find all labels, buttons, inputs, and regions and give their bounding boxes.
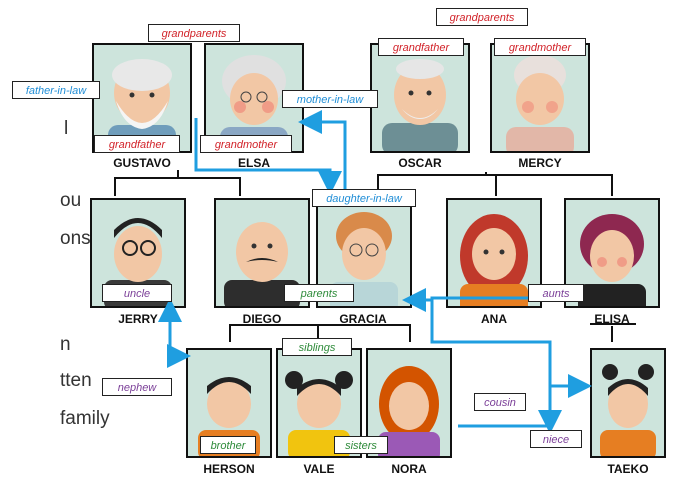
name-oscar: OSCAR	[398, 156, 442, 170]
grandfather-avatar-icon	[382, 59, 458, 151]
grandmother-avatar-icon	[506, 55, 574, 151]
label-cousin: cousin	[474, 393, 526, 411]
label-grandparents-left: grandparents	[148, 24, 240, 42]
background-text-4: n	[60, 334, 71, 355]
name-gustavo: GUSTAVO	[113, 156, 171, 170]
label-nephew: nephew	[102, 378, 172, 396]
label-grandparents-right: grandparents	[436, 8, 528, 26]
portrait-mercy	[490, 43, 590, 153]
name-jerry: JERRY	[118, 312, 158, 326]
label-uncle: uncle	[102, 284, 172, 302]
name-gracia: GRACIA	[339, 312, 387, 326]
name-herson: HERSON	[203, 462, 255, 476]
girl-avatar-icon	[600, 364, 656, 456]
label-grandfather-oscar: grandfather	[378, 38, 464, 56]
label-grandmother-elsa: grandmother	[200, 135, 292, 153]
woman-avatar-icon	[460, 214, 528, 306]
woman-avatar-icon	[578, 214, 646, 306]
background-text-2: ou	[60, 190, 82, 211]
label-daughter-in-law: daughter-in-law	[312, 189, 416, 207]
label-parents: parents	[284, 284, 354, 302]
name-elsa: ELSA	[237, 156, 270, 170]
portrait-elisa	[564, 198, 660, 308]
background-text-3: ons	[60, 228, 91, 249]
label-father-in-law: father-in-law	[12, 81, 100, 99]
name-nora: NORA	[391, 462, 427, 476]
background-text-1: l	[64, 118, 69, 139]
girl-avatar-icon	[378, 366, 440, 456]
name-diego: DIEGO	[242, 312, 282, 326]
background-text-5: tten	[60, 370, 92, 391]
background-text-6: family	[60, 408, 110, 429]
name-taeko: TAEKO	[607, 462, 649, 476]
name-mercy: MERCY	[518, 156, 562, 170]
label-sisters: sisters	[334, 436, 388, 454]
man-avatar-icon	[224, 222, 300, 306]
label-siblings: siblings	[282, 338, 352, 356]
label-grandfather-gustavo: grandfather	[94, 135, 180, 153]
name-ana: ANA	[481, 312, 507, 326]
portrait-taeko	[590, 348, 666, 458]
name-vale: VALE	[303, 462, 335, 476]
label-grandmother-mercy: grandmother	[494, 38, 586, 56]
portrait-ana	[446, 198, 542, 308]
label-niece: niece	[530, 430, 582, 448]
portrait-diego	[214, 198, 310, 308]
portrait-oscar	[370, 43, 470, 153]
label-mother-in-law: mother-in-law	[282, 90, 378, 108]
label-aunts: aunts	[528, 284, 584, 302]
label-brother: brother	[200, 436, 256, 454]
name-elisa: ELISA	[594, 312, 630, 326]
